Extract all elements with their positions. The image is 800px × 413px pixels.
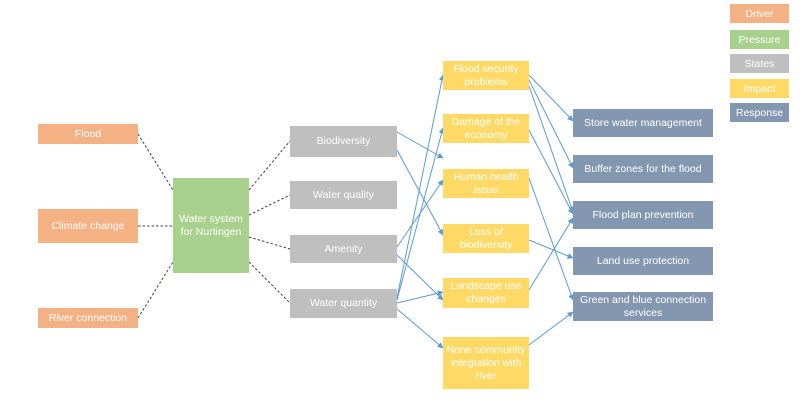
arrow-biodiversity-to-loss-biodiversity [396,149,444,236]
state-water-quantity: Water quantity [290,289,397,318]
dashed-water-system-to-biodiversity [248,140,291,191]
impact-landscape-use: Landscape use changes [443,278,529,308]
driver-climate-change: Climate change [38,209,138,243]
legend-states: States [730,54,789,73]
arrow-water-quantity-to-landscape-use [396,290,444,304]
arrow-water-quantity-to-damage-economy [396,127,445,301]
arrow-biodiversity-to-human-health [396,131,444,159]
pressure-water-system: Water system for Nurtingen [173,178,249,273]
arrow-connectors [396,74,575,349]
arrow-flood-security-to-buffer-zones [528,79,574,169]
legend-response: Response [730,103,789,122]
arrow-loss-biodiversity-to-land-use [528,239,574,259]
response-green-blue: Green and blue connection services [573,292,713,321]
state-amenity: Amenity [290,235,397,263]
legend-impact: Impact [730,79,789,98]
legend-pressure: Pressure [730,30,789,49]
response-store-water: Store water management [573,109,713,137]
driver-flood: Flood [38,124,138,144]
impact-loss-biodiversity: Loss of biodiversity [443,224,529,253]
state-water-quality: Water quality [290,181,397,209]
response-land-use: Land use protection [573,247,713,275]
response-flood-plan: Flood plan prevention [573,201,713,229]
dashed-river-to-water-system [137,261,174,319]
dashed-water-system-to-water-quality [248,194,291,216]
arrow-damage-economy-to-flood-plan [528,129,574,215]
arrow-flood-security-to-flood-plan [528,85,575,213]
arrow-water-quantity-to-flood-security [396,74,445,299]
arrow-community-integration-to-green-blue [528,311,574,346]
state-biodiversity: Biodiversity [290,126,397,157]
response-buffer-zones: Buffer zones for the flood [573,155,713,183]
impact-community-integration: None community integration with river [443,337,529,389]
impact-damage-economy: Damage of the economy [443,114,529,143]
arrow-flood-security-to-store-water [528,74,574,122]
dashed-water-system-to-amenity [248,236,291,250]
impact-flood-security: Flood security problems [443,61,529,90]
arrow-landscape-use-to-flood-plan [528,217,574,291]
arrow-human-health-to-green-blue [528,177,574,301]
arrow-water-quantity-to-community-integration [396,308,444,349]
dashed-flood-to-water-system [137,133,174,191]
impact-human-health: Human health issue [443,169,529,198]
dashed-water-system-to-water-quantity [248,261,291,304]
driver-river-connection: River connection [38,308,138,328]
dashed-connectors [137,133,291,319]
legend-driver: Driver [730,4,789,23]
